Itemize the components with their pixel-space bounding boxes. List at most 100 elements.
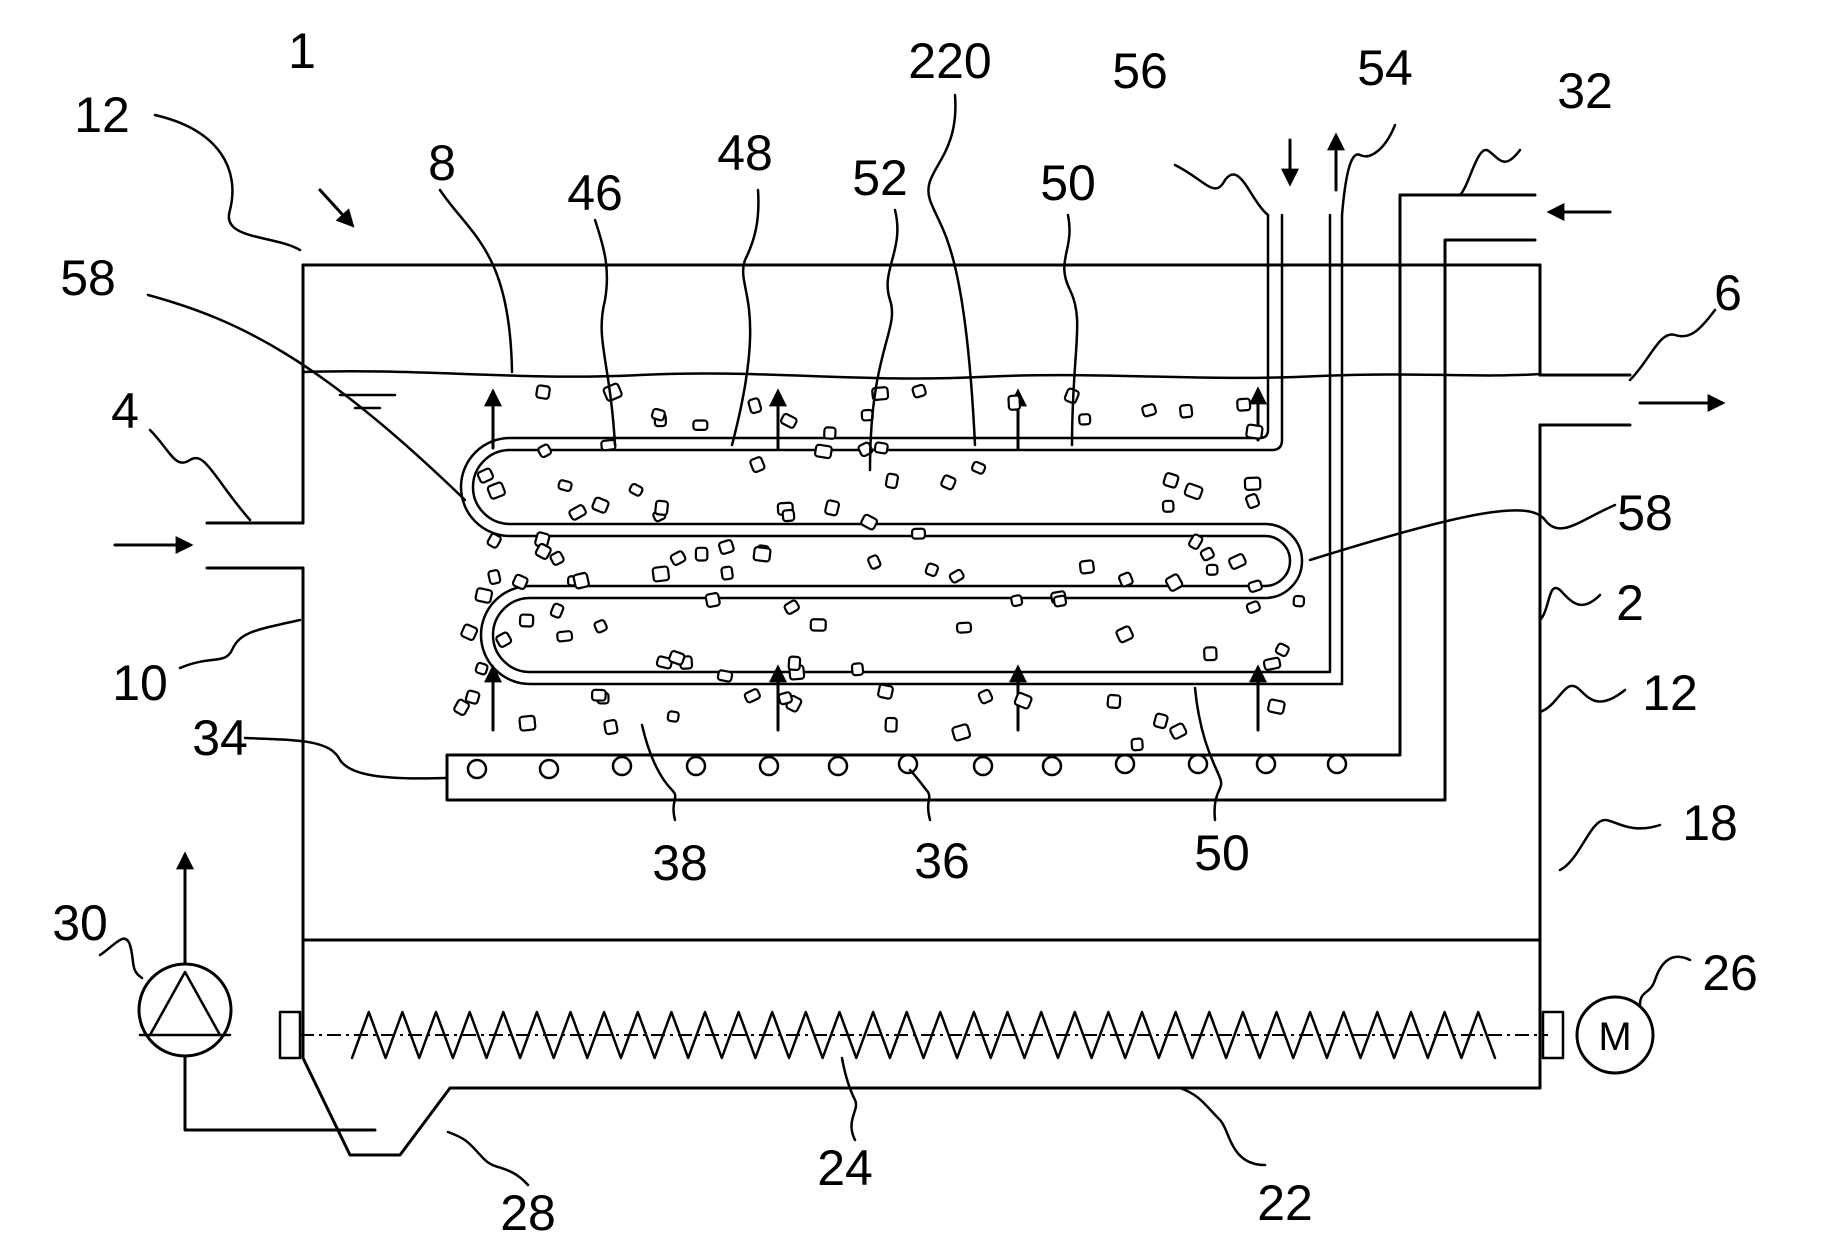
particle [1228, 553, 1247, 570]
particle [1115, 625, 1134, 644]
particle [924, 562, 940, 577]
particle [651, 565, 671, 583]
particle [476, 467, 495, 484]
numeral-28: 28 [500, 1185, 556, 1241]
particle [1292, 594, 1306, 608]
numeral-58-right: 58 [1617, 485, 1673, 541]
particle [572, 571, 590, 590]
particle [1161, 499, 1175, 513]
particle [955, 621, 973, 634]
particle [1013, 691, 1033, 710]
particle [1164, 573, 1184, 592]
particle [948, 568, 965, 584]
particle [1162, 472, 1180, 489]
particle [777, 691, 793, 706]
particle [654, 499, 669, 516]
inlet-pipe [113, 521, 305, 570]
particle [877, 683, 894, 700]
particle [590, 688, 607, 702]
particle [1236, 397, 1252, 412]
particle [549, 550, 565, 566]
particle [537, 443, 553, 459]
particle [511, 573, 529, 590]
right-bearing [1541, 1010, 1565, 1060]
particle [850, 662, 865, 677]
particle [518, 613, 535, 628]
particle [1118, 571, 1134, 588]
particle [752, 546, 772, 563]
numeral-24: 24 [817, 1140, 873, 1196]
particle [743, 688, 761, 704]
numeral-36: 36 [914, 833, 970, 889]
screw-conveyor [278, 1010, 1565, 1060]
particle [474, 587, 494, 604]
numeral-22: 22 [1257, 1175, 1313, 1231]
numeral-50-top: 50 [1040, 155, 1096, 211]
particle [951, 723, 972, 742]
reference-numerals: 1 12 8 46 48 52 220 50 56 54 32 6 58 4 5… [52, 23, 1758, 1241]
tank-housing [301, 263, 1542, 1157]
particle [549, 602, 565, 619]
numeral-18: 18 [1682, 795, 1738, 851]
particle [556, 630, 574, 643]
particle [1262, 656, 1282, 671]
particle [970, 460, 987, 475]
particle [940, 474, 957, 491]
particle [535, 384, 551, 400]
particle [1130, 737, 1144, 752]
particle [720, 565, 734, 581]
particle [464, 689, 481, 705]
particle [568, 504, 587, 521]
particle [692, 419, 709, 431]
numeral-12-top: 12 [74, 87, 130, 143]
numeral-38: 38 [652, 835, 708, 891]
numeral-26: 26 [1702, 945, 1758, 1001]
particle [1188, 533, 1204, 550]
particle [495, 631, 513, 648]
numeral-220: 220 [908, 33, 991, 89]
numeral-48: 48 [717, 125, 773, 181]
particle [600, 438, 617, 452]
numeral-4: 4 [111, 383, 139, 439]
particle [977, 688, 994, 705]
numeral-54: 54 [1357, 40, 1413, 96]
particle [591, 496, 610, 514]
particle [1245, 493, 1261, 509]
particle [823, 426, 837, 440]
particle [669, 550, 687, 566]
particle [867, 554, 882, 570]
numeral-46: 46 [567, 165, 623, 221]
particle [1203, 646, 1218, 662]
particle [716, 669, 734, 683]
particle [1078, 413, 1092, 426]
pump [137, 851, 377, 1132]
particle [787, 655, 802, 672]
particle [474, 661, 489, 676]
numeral-1: 1 [288, 23, 316, 79]
particle [603, 719, 619, 736]
particle [668, 650, 686, 666]
particle [1078, 559, 1095, 575]
particle [518, 714, 537, 732]
particle [884, 472, 900, 490]
particle [1247, 579, 1263, 593]
particles [453, 382, 1306, 752]
motor-label: M [1598, 1015, 1631, 1059]
particle [534, 542, 552, 560]
numeral-56: 56 [1112, 43, 1168, 99]
particle [1052, 594, 1068, 608]
particle [602, 382, 623, 402]
particle [1199, 546, 1215, 562]
particle [460, 623, 479, 641]
particle [486, 481, 506, 500]
particle [749, 456, 766, 474]
gas-supply-line [445, 193, 1612, 802]
numeral-6: 6 [1714, 265, 1742, 321]
numeral-10: 10 [112, 655, 168, 711]
particle [873, 441, 889, 455]
numeral-32: 32 [1557, 63, 1613, 119]
particle [910, 527, 927, 540]
particle [1245, 423, 1264, 440]
particle [824, 499, 840, 517]
particle [781, 508, 796, 523]
